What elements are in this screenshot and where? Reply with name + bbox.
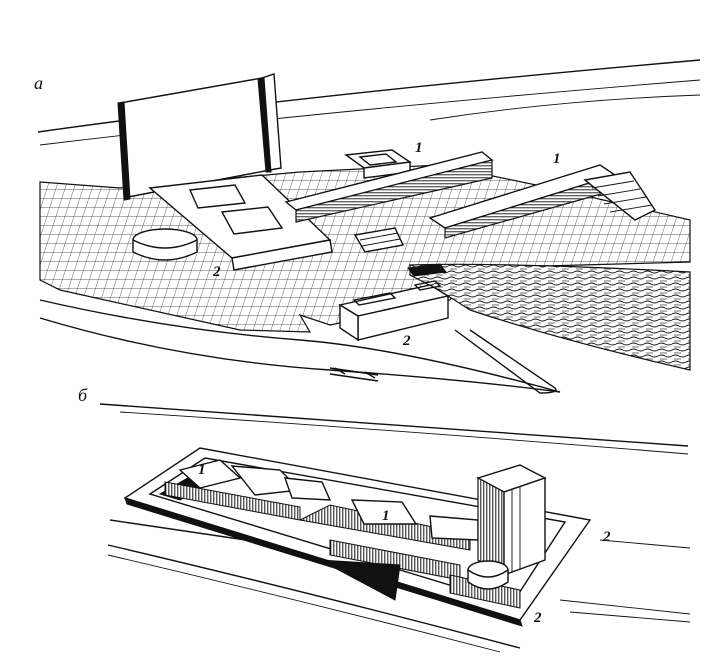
road-line-b-4	[107, 554, 501, 653]
traffic-arrow-heads	[334, 367, 376, 379]
marker-b-1a: 1	[198, 462, 206, 478]
kiosk	[344, 149, 412, 179]
panel-b-label: б	[78, 385, 88, 405]
road-edge-near	[39, 299, 561, 393]
panel-b: б	[78, 385, 691, 653]
tall-slab-building	[117, 73, 282, 201]
road-line-b-2	[119, 411, 689, 455]
bar-building-2	[428, 164, 657, 239]
river	[409, 263, 691, 371]
marker-a-1b: 1	[553, 151, 561, 167]
road-ramp	[454, 329, 557, 394]
road-line-b-6	[559, 539, 691, 623]
rotunda	[467, 560, 509, 590]
marker-a-1a: 1	[415, 140, 423, 156]
marker-a-2a: 2	[212, 264, 221, 280]
low-block-2	[338, 280, 450, 342]
road-edge-near-2	[39, 317, 561, 393]
road-line-b-1	[99, 403, 689, 447]
plaza-features	[353, 227, 447, 277]
marker-b-2a: 2	[602, 529, 611, 545]
marker-b-2b: 2	[533, 610, 542, 626]
bar-building-1	[284, 151, 494, 223]
marker-a-2b: 2	[402, 333, 411, 349]
cylinder-pavilion	[132, 228, 198, 261]
road-curve-far	[37, 59, 701, 133]
road-line-b-3	[107, 544, 521, 649]
panel-a-label: а	[34, 73, 43, 93]
courtyard-block	[148, 174, 333, 271]
marker-b-1b: 1	[382, 508, 390, 524]
road-curve-right	[429, 94, 701, 121]
tower	[476, 464, 547, 577]
panel-a: а	[34, 59, 701, 394]
